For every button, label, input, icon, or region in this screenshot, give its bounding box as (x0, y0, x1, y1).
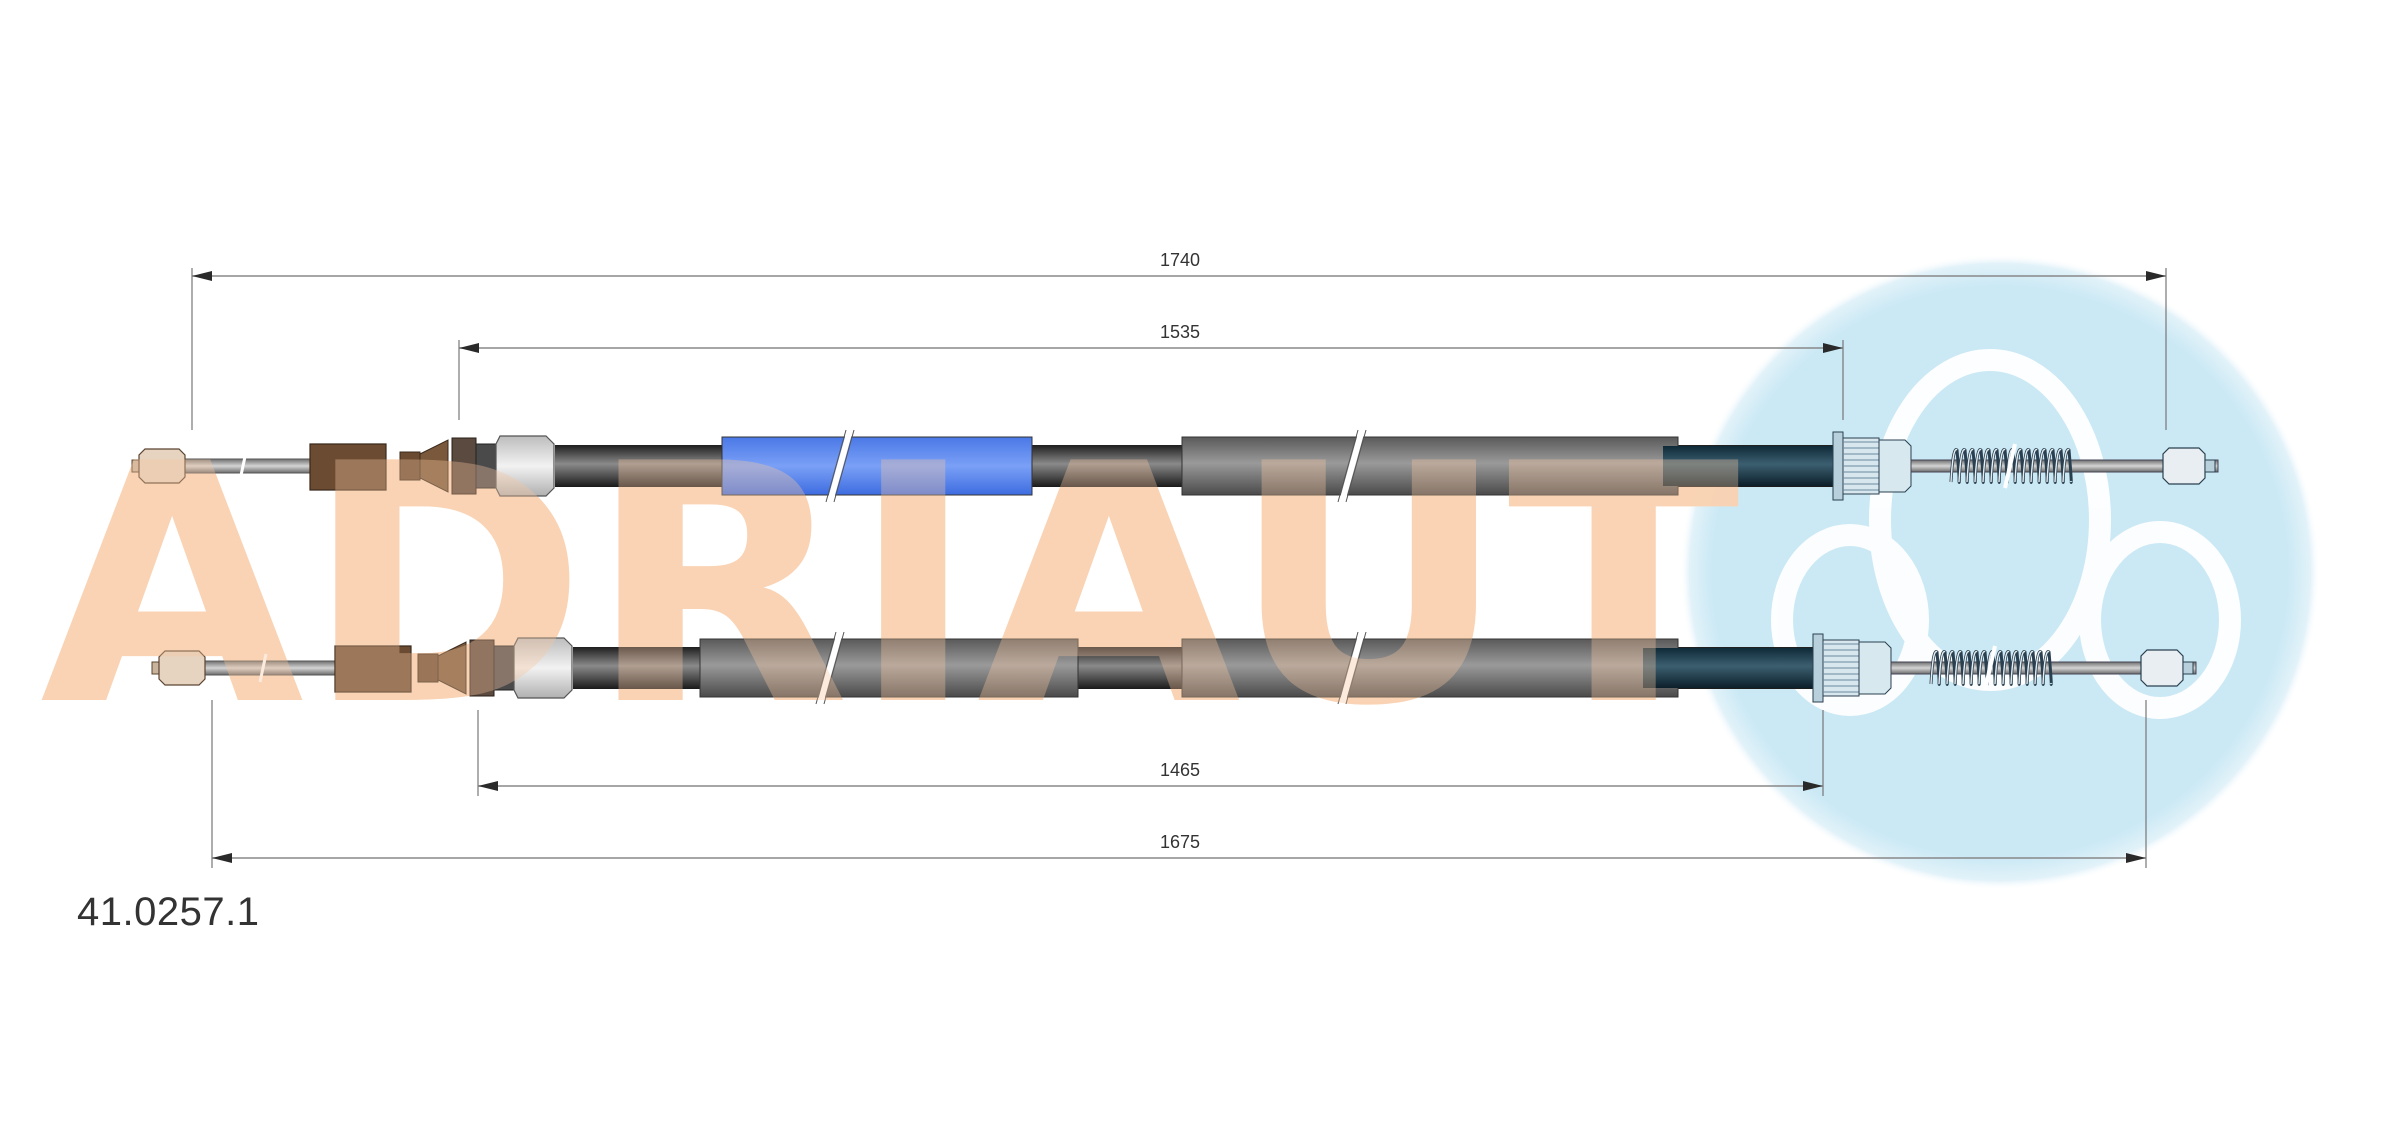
cables (131, 429, 2219, 705)
top-cable (131, 429, 2219, 503)
end-nipple (158, 650, 206, 686)
return-spring (1929, 645, 2053, 691)
svg-text:ADRIAUT: ADRIAUT (40, 394, 1742, 778)
end-nipple (138, 448, 186, 484)
protective-sleeve (699, 638, 1079, 698)
watermark-overlay: ADRIAUT (40, 394, 1742, 778)
brand-logo-watermark (1680, 254, 2320, 890)
adjuster-flange (1812, 633, 1824, 703)
rubber-boot (309, 443, 387, 491)
protective-sleeve (1181, 436, 1679, 496)
knurled-adjuster (1842, 437, 1880, 495)
dimension-bottom-sheath (477, 710, 1824, 796)
dimension-lines (191, 268, 2167, 868)
return-spring (1949, 443, 2073, 489)
end-nipple (2162, 447, 2206, 485)
dimension-label-bottom-overall: 1675 (1159, 832, 1201, 852)
knurled-adjuster (1822, 639, 1860, 697)
lock-nut (1858, 641, 1892, 695)
end-nipple (2140, 649, 2184, 687)
clip-fitting (419, 439, 449, 493)
protective-sleeve (1181, 638, 1679, 698)
dimension-label-top-sheath: 1535 (1159, 322, 1201, 342)
grommet (469, 639, 495, 697)
dimension-bottom-overall (211, 700, 2147, 868)
hex-nut (513, 637, 573, 699)
part-number: 41.0257.1 (77, 890, 260, 934)
adjuster-flange (1832, 431, 1844, 501)
dimension-label-bottom-sheath: 1465 (1159, 760, 1201, 780)
hex-nut (495, 435, 555, 497)
lock-nut (1878, 439, 1912, 493)
bottom-cable (151, 631, 2197, 705)
dimension-top-overall (191, 268, 2167, 430)
clip-fitting (437, 641, 467, 695)
rubber-boot (334, 645, 412, 693)
protective-sleeve (721, 436, 1033, 496)
dimension-top-sheath (458, 340, 1844, 420)
dimension-label-top-overall: 1740 (1159, 250, 1201, 270)
